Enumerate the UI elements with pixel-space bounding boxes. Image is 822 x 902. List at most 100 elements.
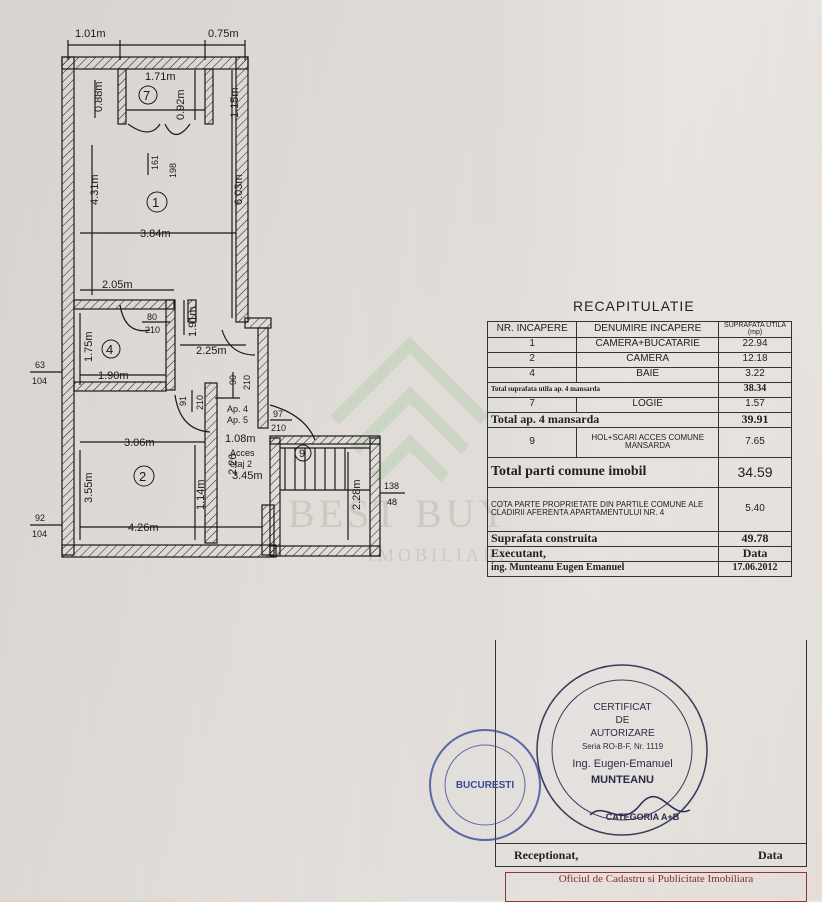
dim-226: 2.26 — [227, 454, 239, 475]
row-nr: 1 — [486, 336, 578, 353]
room-circle-4 — [101, 339, 121, 359]
dim-205: 2.05m — [102, 279, 133, 291]
row-val: 12.18 — [718, 351, 792, 368]
hol-val: 7.65 — [718, 426, 792, 458]
cert-line6: MUNTEANU — [591, 774, 654, 786]
recap-table: NR. INCAPERE DENUMIRE INCAPERE SUPRAFATA… — [486, 321, 792, 577]
window-63: 63 — [35, 360, 45, 370]
table-row: 4 BAIE 3.22 — [486, 366, 792, 383]
total-comune-val: 34.59 — [718, 456, 792, 488]
dim-logia-width: 1.71m — [145, 71, 176, 83]
dim-092: 0.92m — [175, 89, 187, 120]
receptionat-label: Receptionat, — [514, 848, 579, 862]
door-80: 80 — [147, 312, 157, 322]
total-comune-row: Total parti comune imobil 34.59 — [486, 456, 792, 488]
recap-title: RECAPITULATIE — [573, 298, 695, 314]
dim-190: 1.90m — [98, 370, 129, 382]
logie-row: 7 LOGIE 1.57 — [486, 396, 792, 413]
header-nr: NR. INCAPERE — [486, 321, 578, 338]
construita-row: Suprafata construita 49.78 — [486, 530, 792, 547]
window-92: 92 — [35, 513, 45, 523]
cert-line1: CERTIFICAT — [593, 702, 652, 713]
room-number-9: 9 — [299, 448, 305, 460]
total-ap-row: Total ap. 4 mansarda 39.91 — [486, 411, 792, 428]
door-90-210: 210 — [242, 375, 252, 390]
dim-088: 0.88m — [93, 81, 105, 112]
door-90: 90 — [228, 375, 238, 385]
row-den: BAIE — [576, 366, 720, 383]
hol-nr: 9 — [486, 426, 578, 458]
dim-114: 1.14m — [195, 479, 207, 510]
dim-191: 1.91m — [187, 306, 199, 337]
logie-den: LOGIE — [576, 396, 720, 413]
table-row: 1 CAMERA+BUCATARIE 22.94 — [486, 336, 792, 353]
label-ap4: Ap. 4 — [227, 404, 248, 414]
executant-data: Data — [718, 545, 792, 562]
dim-355: 3.55m — [83, 472, 95, 503]
dim-175: 1.75m — [83, 331, 95, 362]
dim-228: 2.28m — [351, 479, 363, 510]
dim-431: 4.31m — [89, 174, 101, 205]
room-number-2: 2 — [139, 469, 146, 484]
total-utila-row: Total suprafata utila ap. 4 mansarda 38.… — [486, 381, 792, 398]
dim-top-left: 1.01m — [75, 28, 106, 40]
door-97: 97 — [273, 409, 283, 419]
logie-nr: 7 — [486, 396, 578, 413]
row-val: 3.22 — [718, 366, 792, 383]
dim-top-right: 0.75m — [208, 28, 239, 40]
room-number-1: 1 — [152, 195, 159, 210]
door-198: 198 — [168, 163, 178, 178]
watermark-text: BEST BUY — [288, 491, 512, 536]
total-utila-val: 38.34 — [718, 381, 792, 398]
dim-room1-width: 3.84m — [140, 228, 171, 240]
cert-line4: Seria RO-B-F, Nr. 1119 — [581, 742, 664, 751]
row-val: 22.94 — [718, 336, 792, 353]
cert-line3: AUTORIZARE — [590, 728, 655, 739]
total-ap-label: Total ap. 4 mansarda — [486, 411, 720, 428]
door-97-210: 210 — [271, 423, 286, 433]
door-91-210: 210 — [195, 395, 205, 410]
row-nr: 2 — [486, 351, 578, 368]
cert-line2: DE — [615, 715, 630, 726]
label-acces: Acces — [230, 448, 255, 458]
total-ap-val: 39.91 — [718, 411, 792, 428]
total-utila-label: Total suprafata utila ap. 4 mansarda — [486, 381, 720, 398]
row-den: CAMERA+BUCATARIE — [576, 336, 720, 353]
dim-426: 4.26m — [128, 522, 159, 534]
oficiu-text: Oficiul de Cadastru si Publicitate Imobi… — [558, 873, 754, 885]
executant-label: Executant, — [486, 545, 720, 562]
ing-name: ing. Munteanu Eugen Emanuel — [486, 560, 720, 577]
cert-line7: CATEGORIA A+B — [605, 812, 680, 822]
window-138: 138 — [384, 481, 399, 491]
header-suprafata: SUPRAFATA UTILA (mp) — [718, 321, 792, 338]
room-circle-7 — [138, 85, 158, 105]
oficiu-footer: Oficiul de Cadastru si Publicitate Imobi… — [505, 872, 807, 902]
window-92-104: 104 — [32, 529, 47, 539]
dim-225: 2.25m — [196, 345, 227, 357]
receptionat-row: Receptionat, Data — [495, 843, 807, 867]
dim-306: 3.06m — [124, 437, 155, 449]
ing-row: ing. Munteanu Eugen Emanuel 17.06.2012 — [486, 560, 792, 577]
room-number-7: 7 — [143, 88, 150, 103]
room-circle-2 — [133, 465, 155, 487]
table-row: 2 CAMERA 12.18 — [486, 351, 792, 368]
row-den: CAMERA — [576, 351, 720, 368]
dim-115: 1.15m — [229, 87, 241, 118]
room-circle-9 — [294, 444, 312, 462]
header-denumire: DENUMIRE INCAPERE — [576, 321, 720, 338]
total-comune-label: Total parti comune imobil — [486, 456, 720, 488]
table-header-row: NR. INCAPERE DENUMIRE INCAPERE SUPRAFATA… — [486, 321, 792, 338]
dim-603: 6.03m — [233, 174, 245, 205]
door-91: 91 — [178, 396, 188, 406]
room-circle-1 — [146, 191, 168, 213]
door-80-210: 210 — [145, 325, 160, 335]
cert-line5: Ing. Eugen-Emanuel — [572, 758, 673, 770]
watermark-subtext: IMOBILIARE — [368, 545, 514, 565]
window-63-104: 104 — [32, 376, 47, 386]
label-etaj: etaj 2 — [230, 459, 252, 469]
stamp2-city: BUCURESTI — [455, 780, 515, 791]
label-ap5: Ap. 5 — [227, 415, 248, 425]
ing-date: 17.06.2012 — [718, 560, 792, 577]
hol-den: HOL+SCARI ACCES COMUNE MANSARDA — [576, 426, 720, 458]
